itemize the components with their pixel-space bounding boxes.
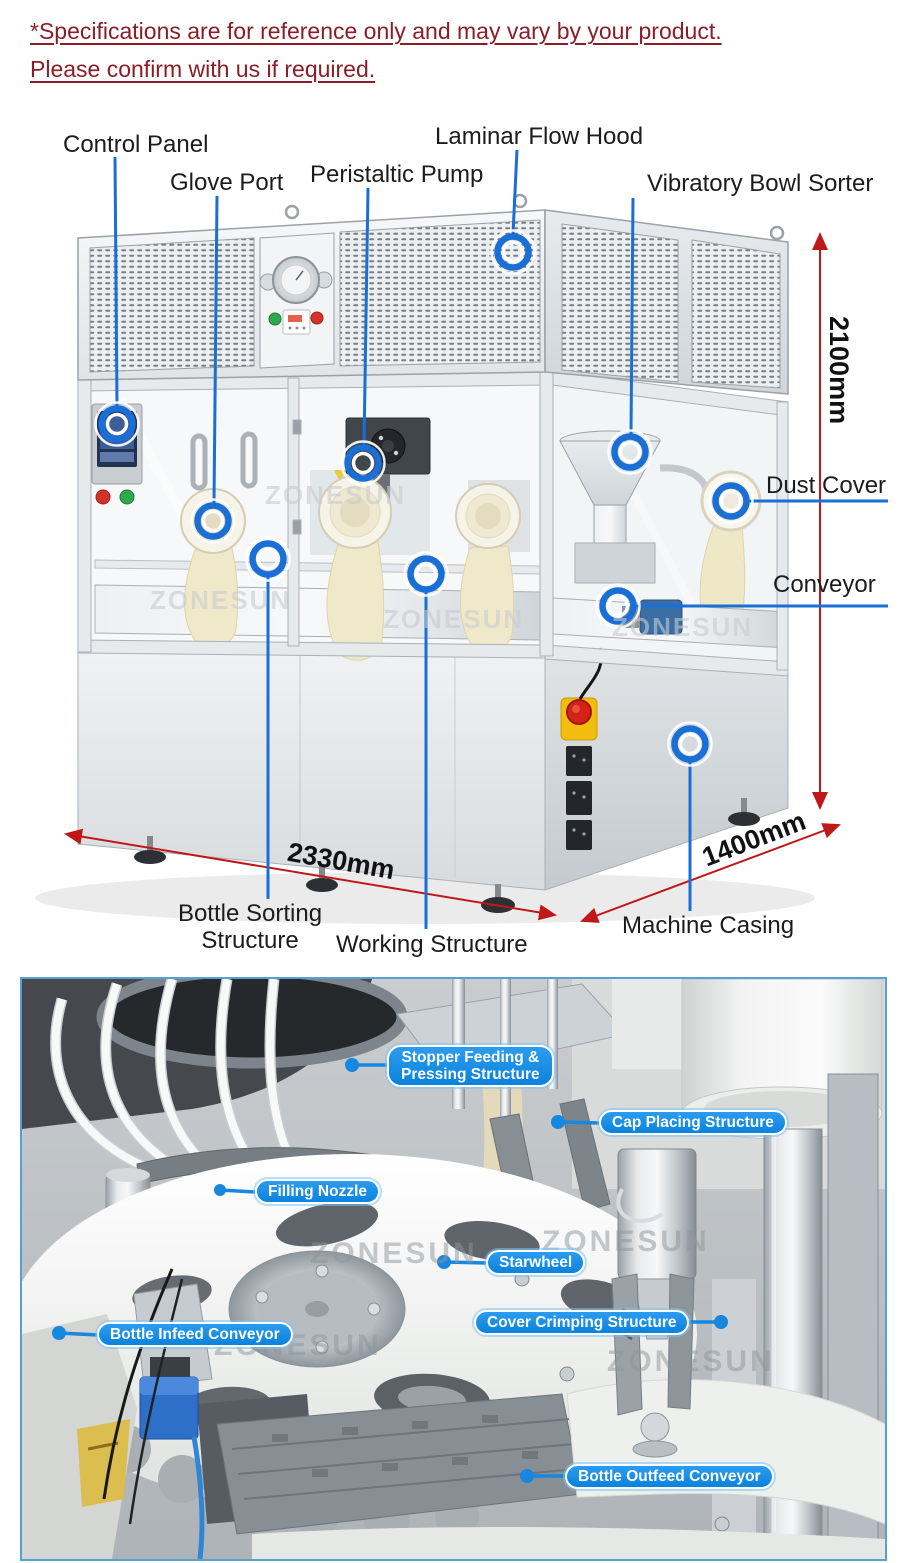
- callout-circle-glove-port: [190, 498, 236, 544]
- infeed-corner: [22, 1268, 213, 1559]
- center-steel-plate: [228, 1250, 406, 1368]
- label-dust-cover: Dust Cover: [766, 472, 887, 499]
- leader-vibratory-bowl: [629, 197, 635, 435]
- enclosure-frame: [77, 367, 789, 677]
- pressure-gauge: [259, 256, 333, 304]
- dimension-arrow-depth: [580, 823, 841, 923]
- tag-bottle-infeed-conveyor: Bottle Infeed Conveyor: [97, 1322, 293, 1347]
- green-indicator: [268, 312, 282, 326]
- callout-circle-working-structure: [403, 551, 449, 597]
- label-vibratory-bowl-sorter: Vibratory Bowl Sorter: [647, 170, 874, 197]
- vent-panel: [89, 237, 255, 373]
- callout-circle-peristaltic-pump: [340, 440, 386, 486]
- leader-control-panel: [113, 156, 119, 407]
- disclaimer-line2: Please confirm with us if required.: [30, 56, 376, 82]
- crimping-head: [611, 1148, 697, 1458]
- door-handles: [190, 431, 258, 491]
- callout-circle-conveyor: [595, 583, 641, 629]
- tag-leaders: [52, 1058, 728, 1483]
- label-glove-port: Glove Port: [170, 169, 284, 196]
- vent-panel: [561, 223, 679, 383]
- dimension-arrow-width: [64, 828, 557, 921]
- label-conveyor: Conveyor: [773, 571, 876, 598]
- tag-stopper-feeding-pressing: Stopper Feeding & Pressing Structure: [387, 1045, 554, 1087]
- disclaimer-line1: *Specifications are for reference only a…: [30, 18, 722, 44]
- label-machine-casing: Machine Casing: [622, 912, 795, 939]
- callout-circle-laminar-hood: [490, 229, 536, 275]
- machine-illustration: [35, 149, 888, 929]
- callout-circle-control-panel: [94, 401, 140, 447]
- label-laminar-flow-hood: Laminar Flow Hood: [435, 123, 644, 150]
- leader-laminar-flow-hood: [511, 149, 519, 235]
- tag-cap-placing-structure: Cap Placing Structure: [599, 1110, 787, 1135]
- vent-panel: [339, 219, 541, 367]
- tag-cover-crimping-structure: Cover Crimping Structure: [474, 1310, 690, 1335]
- label-peristaltic-pump: Peristaltic Pump: [310, 161, 484, 188]
- disclaimer: *Specifications are for reference only a…: [30, 12, 722, 88]
- laminar-flow-hood-box: [77, 193, 789, 395]
- lifting-eyebolts: [284, 193, 785, 241]
- callout-markers: [94, 229, 754, 767]
- red-indicator: [310, 311, 324, 325]
- label-bottle-sorting-line1: Bottle Sorting: [177, 900, 323, 927]
- power-socket-panel: [566, 746, 592, 850]
- leader-lines: [113, 149, 888, 929]
- tag-stopper-line2: Pressing Structure: [401, 1066, 540, 1083]
- vibratory-bowl-hopper: [559, 430, 711, 584]
- tag-starwheel: Starwheel: [486, 1250, 586, 1275]
- tag-filling-nozzle: Filling Nozzle: [255, 1179, 381, 1204]
- emergency-stop-button: [560, 697, 598, 741]
- chain-conveyor: [197, 1393, 583, 1535]
- callout-circle-dust-cover: [708, 478, 754, 524]
- leader-peristaltic-pump: [362, 187, 370, 446]
- tag-stopper-line1: Stopper Feeding &: [401, 1049, 540, 1066]
- machine-photo: ZONESUN ZONESUN ZONESUN ZONESUN Stopper …: [20, 977, 887, 1561]
- callout-circle-vibratory-bowl: [607, 429, 653, 475]
- leader-glove-port: [212, 195, 219, 504]
- tag-bottle-outfeed-conveyor: Bottle Outfeed Conveyor: [565, 1464, 774, 1489]
- dimension-arrows: [64, 232, 841, 923]
- glove-ports: [180, 475, 521, 661]
- label-working-structure: Working Structure: [336, 931, 528, 958]
- dimension-height: 2100mm: [824, 316, 854, 425]
- label-bottle-sorting-structure: Bottle Sorting Structure: [168, 900, 332, 954]
- label-bottle-sorting-line2: Structure: [201, 927, 299, 954]
- label-control-panel: Control Panel: [63, 131, 209, 158]
- vent-panel: [691, 239, 781, 389]
- callout-circle-bottle-sorting: [245, 536, 291, 582]
- digital-display: [282, 309, 311, 335]
- callout-circle-machine-casing: [667, 721, 713, 767]
